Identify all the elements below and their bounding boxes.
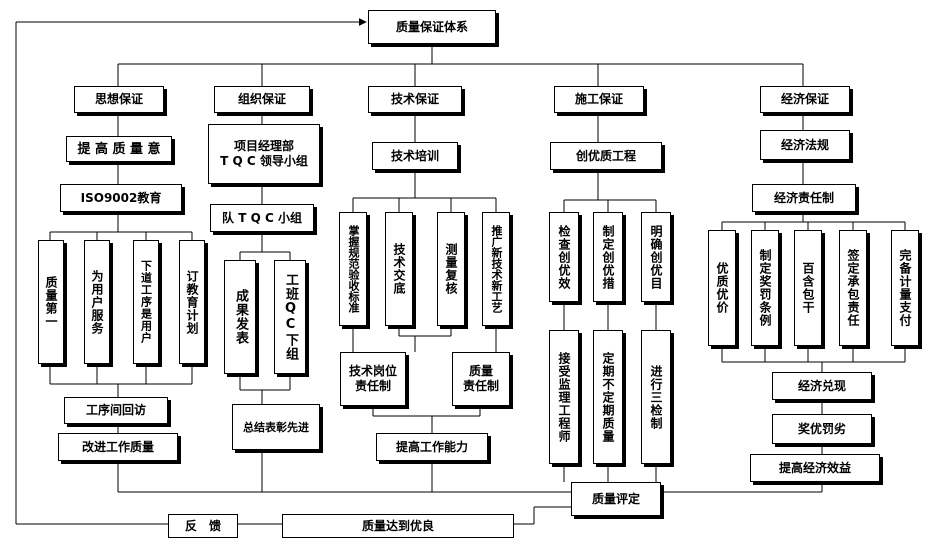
tech-improve-ability: 提高工作能力 [376, 433, 488, 461]
econ-responsibility: 经济责任制 [752, 184, 856, 212]
econ-title: 经济保证 [760, 86, 850, 113]
tech-item: 推广新技术新工艺 [482, 212, 510, 326]
econ-benefit: 提高经济效益 [750, 454, 880, 482]
construct-excellent-project: 创优质工程 [550, 142, 662, 170]
tech-title: 技术保证 [368, 86, 462, 113]
construct-item2: 定期不定期质量 [593, 330, 623, 464]
tech-quality-responsibility: 质量 责任制 [452, 352, 510, 406]
econ-item: 签定承包责任 [839, 230, 867, 346]
construct-item: 制定创优措 [593, 212, 623, 302]
tech-training: 技术培训 [372, 142, 458, 170]
org-project-dept: 项目经理部 T Q C 领导小组 [208, 124, 320, 184]
econ-reward: 奖优罚劣 [772, 414, 872, 444]
org-item: 工班QC下组 [274, 260, 306, 374]
org-team-qc: 队 T Q C 小组 [210, 204, 314, 232]
econ-regulations: 经济法规 [760, 130, 850, 160]
construct-item2: 进行三检制 [641, 330, 671, 464]
org-item: 成果发表 [224, 260, 256, 374]
econ-item: 百含包干 [794, 230, 822, 346]
tech-item: 技术交底 [385, 212, 413, 326]
org-title: 组织保证 [214, 86, 310, 113]
construct-item: 检查创优效 [549, 212, 579, 302]
org-summary: 总结表彰先进 [232, 404, 320, 450]
econ-item: 优质优价 [708, 230, 736, 346]
thought-title: 思想保证 [74, 86, 164, 113]
thought-item: 质量第一 [38, 240, 64, 364]
thought-item: 下道工序是用户 [133, 240, 159, 364]
construct-title: 施工保证 [554, 86, 644, 113]
construct-item: 明确创优目 [641, 212, 671, 302]
thought-raise-awareness: 提 高 质 量 意 [66, 136, 172, 162]
econ-item: 制定奖罚条例 [751, 230, 779, 346]
econ-item: 完备计量支付 [891, 230, 919, 346]
tech-post-responsibility: 技术岗位 责任制 [340, 352, 406, 406]
tech-item: 掌握规范验收标准 [339, 212, 367, 326]
thought-process-visit: 工序间回访 [64, 397, 168, 424]
quality-evaluation: 质量评定 [571, 482, 661, 516]
econ-cash: 经济兑现 [772, 372, 872, 400]
thought-improve-quality: 改进工作质量 [58, 433, 178, 461]
quality-excellent: 质量达到优良 [282, 514, 514, 538]
thought-item: 为用户服务 [84, 240, 110, 364]
tech-item: 测量复核 [437, 212, 465, 326]
thought-iso-education: ISO9002教育 [60, 184, 182, 212]
feedback-label: 反 馈 [168, 514, 238, 538]
construct-item2: 接受监理工程师 [549, 330, 579, 464]
top-box: 质量保证体系 [368, 10, 496, 44]
thought-item: 订教育计划 [179, 240, 205, 364]
